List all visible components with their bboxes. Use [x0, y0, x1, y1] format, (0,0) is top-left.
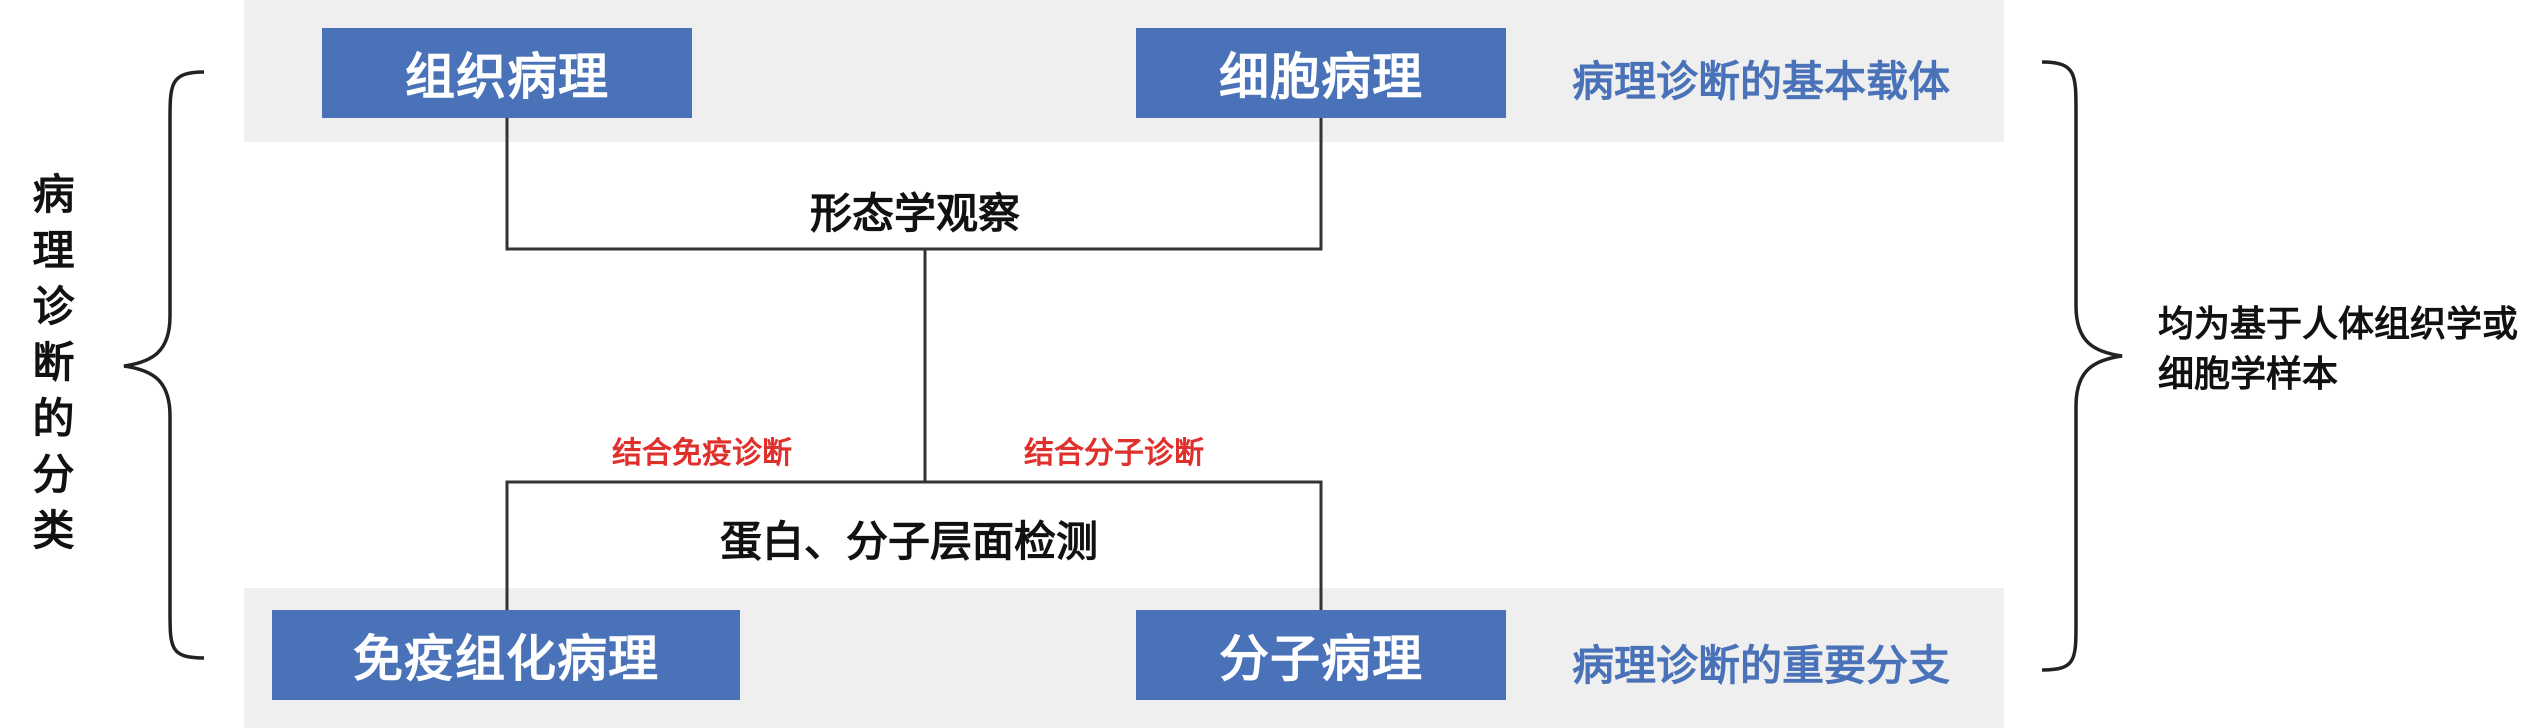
branch-right-label: 结合分子诊断	[1024, 436, 1204, 471]
bottom-connector	[505, 480, 1323, 613]
left-brace-icon	[123, 70, 205, 660]
summary-text: 均为基于人体组织学或细胞学样本	[2158, 304, 2519, 395]
morphology-label: 形态学观察	[810, 189, 1021, 238]
detection-label: 蛋白、分子层面检测	[720, 517, 1099, 566]
box-ihc-pathology: 免疫组化病理	[272, 610, 740, 700]
branch-left-label: 结合免疫诊断	[612, 436, 792, 471]
box-cytopathology: 细胞病理	[1136, 28, 1506, 118]
top-band-note: 病理诊断的基本载体	[1572, 57, 1951, 106]
box-molecular-pathology: 分子病理	[1136, 610, 1506, 700]
top-connector	[505, 118, 1323, 251]
classification-title: 病理诊断的分类	[26, 172, 75, 564]
right-brace-icon	[2041, 60, 2123, 672]
box-histopathology: 组织病理	[322, 28, 692, 118]
bottom-band-note: 病理诊断的重要分支	[1572, 641, 1951, 690]
